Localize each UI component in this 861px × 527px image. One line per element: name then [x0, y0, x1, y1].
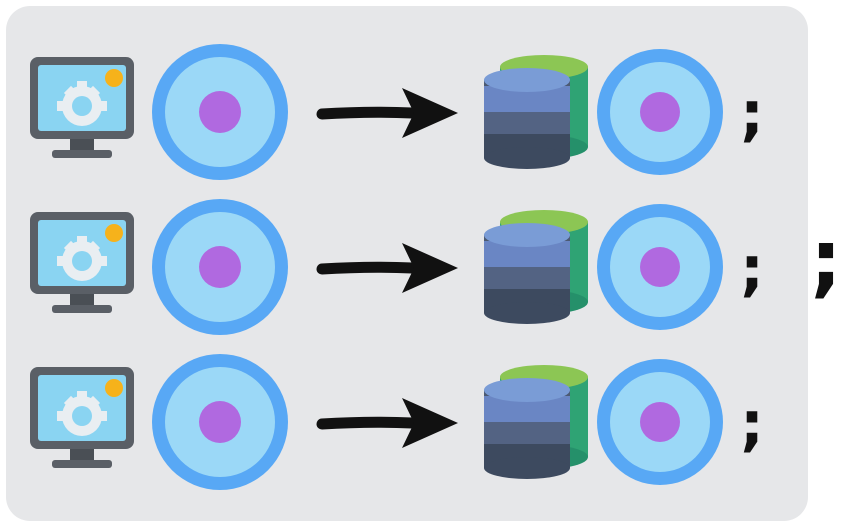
database-icon — [484, 365, 588, 479]
target-circle-icon — [597, 49, 723, 175]
target-circle-icon — [597, 204, 723, 330]
row-separator: ; — [740, 234, 764, 304]
pipeline-row-3: ; — [0, 352, 861, 492]
target-circle-icon — [152, 44, 288, 180]
pipeline-row-2: ; — [0, 197, 861, 337]
pipeline-row-1: ; — [0, 42, 861, 182]
monitor-gear-icon — [30, 367, 134, 468]
monitor-gear-icon — [30, 212, 134, 313]
target-circle-icon — [597, 359, 723, 485]
monitor-gear-icon — [30, 57, 134, 158]
outer-separator: ; — [810, 213, 842, 306]
row-separator: ; — [740, 389, 764, 459]
row-separator: ; — [740, 79, 764, 149]
arrow-right-icon — [316, 88, 458, 138]
target-circle-icon — [152, 199, 288, 335]
database-icon — [484, 55, 588, 169]
arrow-right-icon — [316, 243, 458, 293]
database-icon — [484, 210, 588, 324]
arrow-right-icon — [316, 398, 458, 448]
target-circle-icon — [152, 354, 288, 490]
